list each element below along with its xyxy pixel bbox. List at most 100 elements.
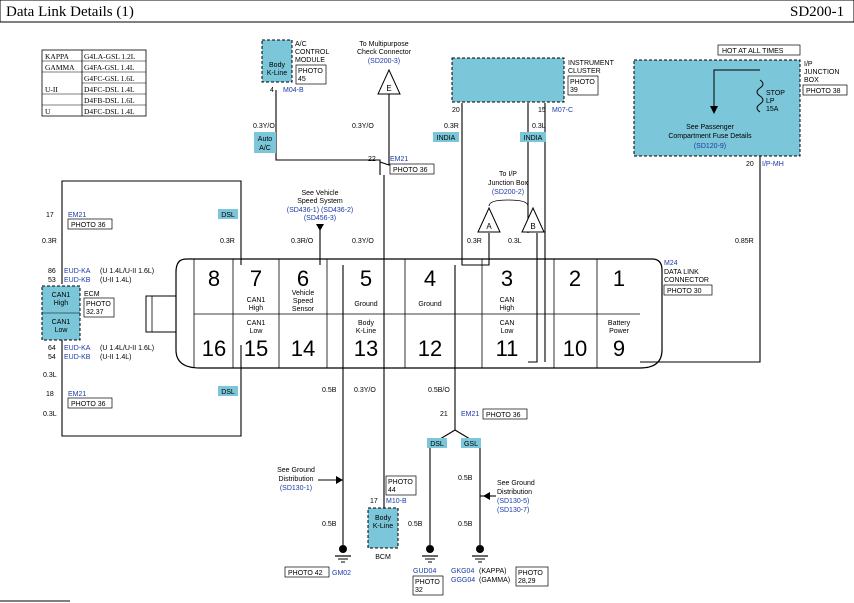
ecm-label: ECM <box>84 291 100 298</box>
ground-code: GUD04 <box>413 568 436 575</box>
ref-letter: E <box>386 84 391 93</box>
module-pin: 4 <box>270 87 274 94</box>
ecm-module: CAN1 High CAN1 Low 86 EUD-KA (U 1.4L/U-I… <box>41 268 154 361</box>
ref-line: Distribution <box>497 489 532 496</box>
ecm-note: (U-II 1.4L) <box>100 277 132 284</box>
pin-label-line: Low <box>250 328 264 335</box>
ecm-pin: 54 <box>48 354 56 361</box>
em21-ecm-bottom: 18 EM21 PHOTO 36 <box>46 391 113 409</box>
table-value: D4FC-DSL 1.4L <box>84 85 135 94</box>
wire-label: 0.5B <box>408 521 423 528</box>
em21-photo: PHOTO 36 <box>71 222 106 229</box>
ecm-note: (U-II 1.4L) <box>100 354 132 361</box>
ground-photo: PHOTO <box>415 579 440 586</box>
table-group: KAPPA <box>45 52 69 61</box>
ref-line: Check Connector <box>357 49 412 56</box>
diagram-code: SD200-1 <box>790 4 844 20</box>
module-box-line: Body <box>269 62 285 69</box>
ref-line: Junction Box <box>488 180 529 187</box>
pin-number: 9 <box>613 336 625 361</box>
table-value: D4FB-DSL 1.6L <box>84 96 135 105</box>
ref-line: To Multipurpose <box>359 41 409 48</box>
instrument-cluster: INSTRUMENT CLUSTER PHOTO 39 20 15 M07-C … <box>433 57 615 142</box>
ref-code: (SD200-3) <box>368 58 400 65</box>
bcm-photo: 44 <box>388 487 396 494</box>
module-pin: 15 <box>538 107 546 114</box>
em21-code: EM21 <box>390 156 408 163</box>
ref-line: See Ground <box>277 467 315 474</box>
ref-code: (SD120-9) <box>694 143 726 150</box>
em21-pin: 17 <box>46 212 54 219</box>
ecm-photo: 32.37 <box>86 309 104 316</box>
pin-label-line: CAN1 <box>247 297 266 304</box>
diagram-title: Data Link Details (1) <box>6 4 134 20</box>
wire-label: 0.3R <box>42 238 57 245</box>
ground-note: (GAMMA) <box>479 577 510 584</box>
ecm-code: EUD-KA <box>64 268 91 275</box>
module-name-line: CLUSTER <box>568 68 601 75</box>
engine-table: KAPPA G4LA-GSL 1.2L GAMMA G4FA-GSL 1.4L … <box>41 49 147 117</box>
pin-number: 16 <box>202 336 226 361</box>
bcm-code: M10-B <box>386 498 407 505</box>
ref-code: (SD436-1) (SD436-2) <box>287 207 354 214</box>
wire-label: 0.5B <box>458 521 473 528</box>
pin-label-line: Speed <box>293 298 313 305</box>
ground-note: (KAPPA) <box>479 568 507 575</box>
em21-photo: PHOTO 36 <box>486 412 521 419</box>
wire-label: 0.3R <box>220 238 235 245</box>
em21-code: EM21 <box>461 411 479 418</box>
ref-line: To I/P <box>499 171 517 178</box>
pin-label-line: Battery <box>608 320 631 327</box>
wire-label: 0.3L <box>532 123 546 130</box>
connector-name-line: CONNECTOR <box>664 277 709 284</box>
pin-label-line: K-Line <box>356 328 376 335</box>
india-badge: INDIA <box>524 135 543 142</box>
bcm-label: BCM <box>375 554 391 561</box>
wire-label: 0.3L <box>43 372 57 379</box>
ground-right: See Ground Distribution (SD130-5) (SD130… <box>412 480 549 596</box>
wire-label: 0.3R/O <box>291 238 314 245</box>
ground-left: See Ground Distribution (SD130-1) PHOTO … <box>277 467 351 578</box>
wire-label: 0.3L <box>43 411 57 418</box>
ground-code: GM02 <box>332 570 351 577</box>
pin-number: 7 <box>250 266 262 291</box>
em21-photo: PHOTO 36 <box>393 167 428 174</box>
ground-photo: 28,29 <box>518 578 536 585</box>
connector-photo: PHOTO 30 <box>667 288 702 295</box>
em21-pin: 18 <box>46 391 54 398</box>
wire-label: 0.3Y/O <box>352 238 374 245</box>
ref-code: (SD456-3) <box>304 215 336 222</box>
ecm-box-line: CAN1 <box>52 292 71 299</box>
pin-number: 4 <box>424 266 436 291</box>
module-code: I/P-MH <box>762 161 784 168</box>
bcm-pin: 17 <box>370 498 378 505</box>
pin-label-line: Power <box>609 328 630 335</box>
ecm-photo: PHOTO <box>86 301 111 308</box>
wire-label: 0.5B <box>322 387 337 394</box>
module-name-line: CONTROL <box>295 49 329 56</box>
pin-label: Ground <box>418 301 441 308</box>
module-code: M07-C <box>552 107 573 114</box>
gsl-badge: GSL <box>464 441 478 448</box>
table-value: G4LA-GSL 1.2L <box>84 52 136 61</box>
pin-label-line: Vehicle <box>292 290 315 297</box>
em21-top: 22 EM21 PHOTO 36 <box>368 156 435 175</box>
pin-number: 5 <box>360 266 372 291</box>
ecm-code: EUD-KB <box>64 277 91 284</box>
bcm-box-line: K-Line <box>373 523 393 530</box>
india-badge: INDIA <box>437 135 456 142</box>
ecm-pin: 86 <box>48 268 56 275</box>
ref-line: See Passenger <box>686 124 735 131</box>
ip-junction-ref: To I/P Junction Box (SD200-2) A B <box>477 171 545 233</box>
check-connector: To Multipurpose Check Connector (SD200-3… <box>357 41 412 95</box>
ref-line: See Vehicle <box>302 190 339 197</box>
ref-letter: B <box>530 222 535 231</box>
badge-line: Auto <box>258 136 273 143</box>
wire-label: 0.5B <box>458 475 473 482</box>
fuse-line: 15A <box>766 106 779 113</box>
ref-code: (SD130-1) <box>280 485 312 492</box>
module-code: M04-B <box>283 87 304 94</box>
vss-ref: See Vehicle Speed System (SD436-1) (SD43… <box>287 190 354 231</box>
table-group: U <box>45 107 51 116</box>
